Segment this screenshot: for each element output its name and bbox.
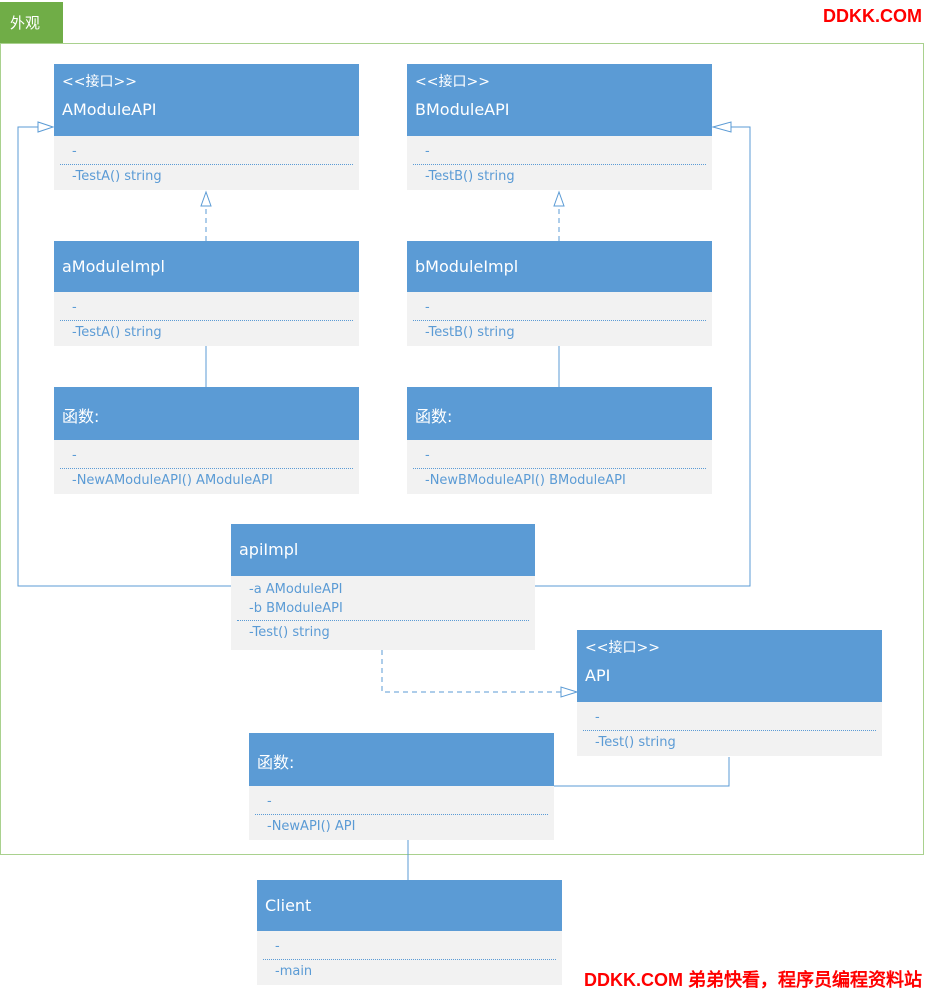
- compartment-separator: [255, 814, 548, 815]
- operation-row: -NewBModuleAPI() BModuleAPI: [425, 473, 626, 488]
- stereotype-label: <<接口>>: [415, 74, 490, 90]
- class-body: - -TestA() string: [54, 136, 359, 190]
- package-tab: 外观: [0, 2, 63, 43]
- class-body: - -TestB() string: [407, 136, 712, 190]
- attribute-row: -: [72, 448, 77, 463]
- operation-row: -main: [275, 964, 313, 979]
- compartment-separator: [237, 620, 529, 621]
- class-header: 函数:: [249, 733, 554, 786]
- compartment-separator: [60, 320, 353, 321]
- class-body: - -Test() string: [577, 702, 882, 756]
- class-body: -a AModuleAPI -b BModuleAPI -Test() stri…: [231, 576, 535, 650]
- class-name: 函数:: [257, 753, 295, 772]
- watermark-top: DDKK.COM: [823, 6, 922, 26]
- operation-row: -Test() string: [249, 625, 330, 640]
- operation-row: -TestB() string: [425, 325, 515, 340]
- realize-b-arrow: [553, 190, 565, 207]
- apiimpl-b-line: [535, 126, 751, 587]
- class-name: 函数:: [415, 407, 453, 426]
- class-name: aModuleImpl: [62, 257, 165, 276]
- realize-a-arrow: [200, 190, 212, 207]
- attribute-row: -b BModuleAPI: [249, 601, 343, 616]
- class-body: - -NewAPI() API: [249, 786, 554, 840]
- attribute-row: -: [72, 300, 77, 315]
- operation-row: -NewAModuleAPI() AModuleAPI: [72, 473, 273, 488]
- package-label: 外观: [10, 14, 41, 32]
- class-header: bModuleImpl: [407, 241, 712, 292]
- class-name: apiImpl: [239, 540, 299, 559]
- class-header: <<接口>> BModuleAPI: [407, 64, 712, 136]
- operation-row: -TestA() string: [72, 325, 162, 340]
- attribute-row: -: [425, 144, 430, 159]
- compartment-separator: [413, 320, 706, 321]
- stereotype-label: <<接口>>: [62, 74, 137, 90]
- apiimpl-b-arrow: [711, 121, 732, 133]
- compartment-separator: [60, 164, 353, 165]
- class-body: - -NewBModuleAPI() BModuleAPI: [407, 440, 712, 494]
- attribute-row: -: [595, 710, 600, 725]
- class-header: 函数:: [54, 387, 359, 440]
- class-header: <<接口>> AModuleAPI: [54, 64, 359, 136]
- class-bmoduleimpl: bModuleImpl - -TestB() string: [407, 241, 712, 346]
- apiimpl-a-line: [17, 126, 231, 587]
- class-header: <<接口>> API: [577, 630, 882, 702]
- class-name: AModuleAPI: [62, 100, 157, 119]
- class-client: Client - -main: [257, 880, 562, 985]
- operation-row: -Test() string: [595, 735, 676, 750]
- compartment-separator: [413, 164, 706, 165]
- class-name: 函数:: [62, 407, 100, 426]
- class-name: API: [585, 666, 611, 685]
- compartment-separator: [413, 468, 706, 469]
- class-header: Client: [257, 880, 562, 931]
- class-body: - -TestB() string: [407, 292, 712, 346]
- class-func-b: 函数: - -NewBModuleAPI() BModuleAPI: [407, 387, 712, 494]
- class-func-a: 函数: - -NewAModuleAPI() AModuleAPI: [54, 387, 359, 494]
- class-apiimpl: apiImpl -a AModuleAPI -b BModuleAPI -Tes…: [231, 524, 535, 650]
- class-amoduleapi: <<接口>> AModuleAPI - -TestA() string: [54, 64, 359, 190]
- attribute-row: -: [267, 794, 272, 809]
- class-api: <<接口>> API - -Test() string: [577, 630, 882, 756]
- class-bmoduleapi: <<接口>> BModuleAPI - -TestB() string: [407, 64, 712, 190]
- class-body: - -main: [257, 931, 562, 985]
- class-name: BModuleAPI: [415, 100, 510, 119]
- class-name: Client: [265, 896, 312, 915]
- class-body: - -TestA() string: [54, 292, 359, 346]
- attribute-row: -a AModuleAPI: [249, 582, 343, 597]
- realize-api-arrow: [560, 686, 579, 698]
- api-func-line: [554, 757, 730, 787]
- compartment-separator: [60, 468, 353, 469]
- stereotype-label: <<接口>>: [585, 640, 660, 656]
- apiimpl-a-arrow: [37, 121, 55, 133]
- class-header: apiImpl: [231, 524, 535, 576]
- class-header: aModuleImpl: [54, 241, 359, 292]
- package-frame: [0, 43, 924, 855]
- class-body: - -NewAModuleAPI() AModuleAPI: [54, 440, 359, 494]
- operation-row: -TestA() string: [72, 169, 162, 184]
- realize-api-line: [381, 650, 561, 693]
- attribute-row: -: [425, 300, 430, 315]
- class-func-api: 函数: - -NewAPI() API: [249, 733, 554, 840]
- attribute-row: -: [425, 448, 430, 463]
- operation-row: -NewAPI() API: [267, 819, 356, 834]
- compartment-separator: [263, 959, 556, 960]
- class-header: 函数:: [407, 387, 712, 440]
- class-amoduleimpl: aModuleImpl - -TestA() string: [54, 241, 359, 346]
- operation-row: -TestB() string: [425, 169, 515, 184]
- compartment-separator: [583, 730, 876, 731]
- attribute-row: -: [72, 144, 77, 159]
- watermark-bottom: DDKK.COM 弟弟快看，程序员编程资料站: [584, 970, 922, 990]
- attribute-row: -: [275, 939, 280, 954]
- class-name: bModuleImpl: [415, 257, 519, 276]
